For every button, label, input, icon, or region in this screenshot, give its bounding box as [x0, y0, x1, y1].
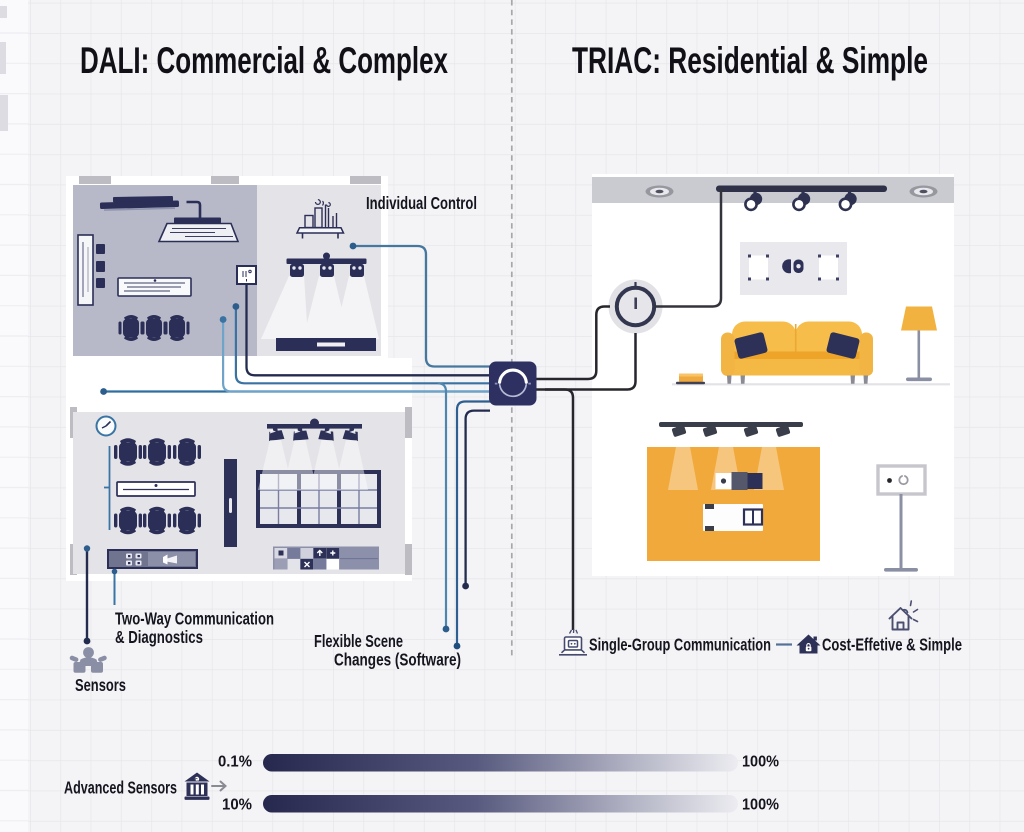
svg-text:Sensors: Sensors [75, 675, 126, 695]
svg-text:Changes (Software): Changes (Software) [334, 650, 461, 670]
svg-text:& Diagnostics: & Diagnostics [115, 627, 203, 647]
svg-text:Cost-Effetive & Simple: Cost-Effetive & Simple [822, 635, 962, 655]
svg-text:DALI: Commercial & Complex: DALI: Commercial & Complex [80, 40, 448, 81]
svg-text:0.1%: 0.1% [218, 754, 252, 771]
svg-text:10%: 10% [222, 797, 252, 814]
svg-text:TRIAC: Residential & Simple: TRIAC: Residential & Simple [572, 40, 928, 81]
svg-text:Single-Group Communication: Single-Group Communication [589, 635, 771, 655]
svg-text:Advanced Sensors: Advanced Sensors [64, 778, 177, 798]
svg-text:100%: 100% [742, 797, 779, 814]
svg-text:100%: 100% [742, 754, 779, 771]
svg-text:Two-Way Communication: Two-Way Communication [115, 609, 274, 629]
svg-text:Individual Control: Individual Control [366, 193, 477, 213]
svg-text:c: c [195, 778, 199, 784]
svg-text:Flexible Scene: Flexible Scene [314, 631, 403, 651]
